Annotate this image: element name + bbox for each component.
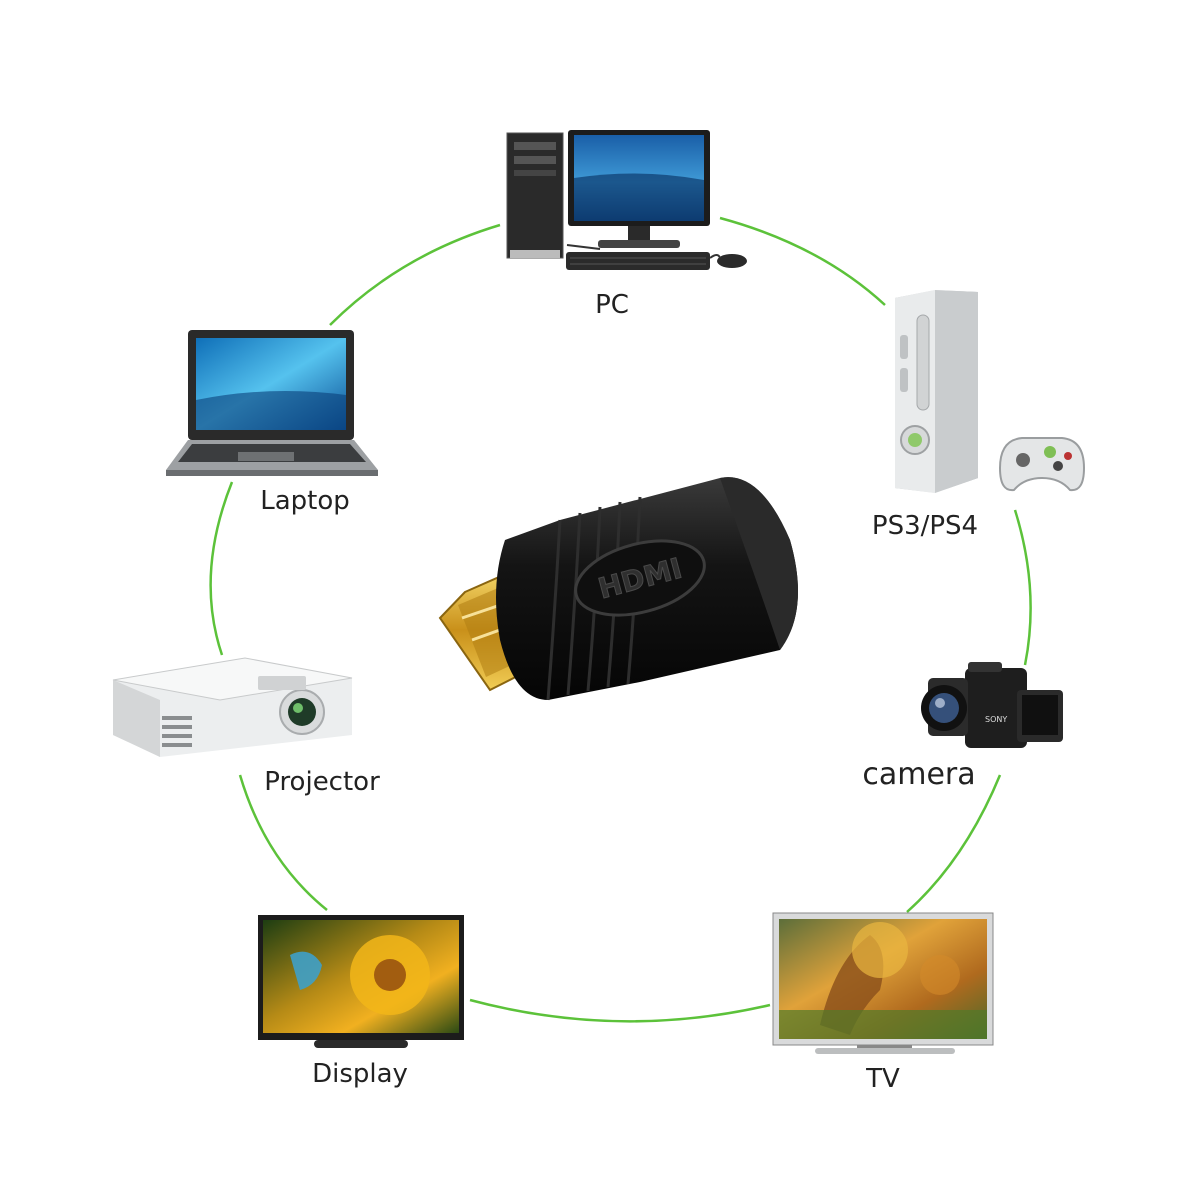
camcorder-icon: SONY xyxy=(921,662,1063,748)
projector-label: Projector xyxy=(264,767,380,797)
camera-label: camera xyxy=(862,757,975,792)
tv-icon xyxy=(772,912,994,1054)
ring-segment-tv-display xyxy=(469,998,771,1023)
ring-segment-projector-laptop xyxy=(209,481,234,656)
ring-segment-camera-tv xyxy=(906,774,1002,913)
ring-segment-display-projector xyxy=(238,774,328,911)
connection-ring xyxy=(209,216,1032,1023)
game-controller-icon xyxy=(998,437,1086,492)
ps-label: PS3/PS4 xyxy=(872,511,978,541)
mini-hdmi-adapter-icon: HDMI xyxy=(438,477,798,701)
ring-segment-pc-ps xyxy=(719,216,886,306)
ring-segment-laptop-pc xyxy=(329,223,501,326)
pc-label: PC xyxy=(595,290,629,320)
tv-label: TV xyxy=(865,1064,900,1094)
display-icon xyxy=(258,915,464,1048)
game-console-icon xyxy=(895,290,1086,493)
laptop-label: Laptop xyxy=(260,486,350,516)
svg-text:SONY: SONY xyxy=(985,715,1007,724)
pc-icon xyxy=(506,130,747,270)
projector-icon xyxy=(112,657,353,757)
ring-segment-ps-camera xyxy=(1013,509,1032,666)
laptop-icon xyxy=(166,330,378,476)
display-label: Display xyxy=(312,1059,408,1089)
